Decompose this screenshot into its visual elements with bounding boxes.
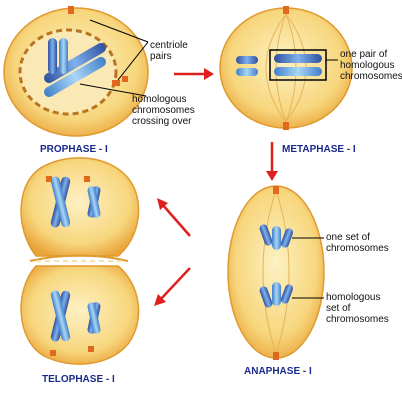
centriole-leader-line bbox=[89, 19, 149, 43]
anaphase-cell bbox=[227, 185, 325, 360]
telophase-cell bbox=[20, 157, 140, 365]
metaphase-title: METAPHASE - I bbox=[282, 144, 356, 155]
arrow-prophase-to-metaphase bbox=[174, 68, 214, 80]
arrow-anaphase-to-telophase-lower bbox=[154, 267, 191, 306]
centriole-icon bbox=[50, 350, 56, 356]
centriole-icon bbox=[283, 122, 289, 130]
crossing-leader-line bbox=[79, 83, 147, 97]
arrow-anaphase-to-telophase-upper bbox=[157, 198, 191, 237]
anaphase-title: ANAPHASE - I bbox=[244, 366, 312, 377]
centriole-pairs-label: centriole pairs bbox=[150, 40, 191, 62]
centriole-icon bbox=[84, 176, 90, 182]
homologous-pair-label: one pair of homologous chromosomes bbox=[340, 49, 402, 82]
metaphase-cell bbox=[219, 6, 353, 130]
homologous-set-label: homologous set of chromosomes bbox=[326, 292, 389, 325]
centriole-icon bbox=[273, 352, 279, 360]
centriole-icon bbox=[273, 186, 279, 194]
centriole-leader-line bbox=[117, 41, 149, 81]
centriole-icon bbox=[46, 176, 52, 182]
crossing-over-label: homologous chromosomes crossing over bbox=[132, 94, 198, 127]
one-set-label: one set of chromosomes bbox=[326, 232, 389, 254]
prophase-title: PROPHASE - I bbox=[40, 144, 108, 155]
centriole-icon bbox=[283, 6, 289, 14]
prophase-cell bbox=[3, 6, 149, 137]
arrow-metaphase-to-anaphase bbox=[266, 142, 278, 181]
centriole-icon bbox=[88, 346, 94, 352]
telophase-title: TELOPHASE - I bbox=[42, 374, 115, 385]
crossing-chromosomes bbox=[44, 38, 106, 97]
centriole-icon bbox=[68, 6, 74, 14]
centriole-icon bbox=[112, 80, 120, 86]
